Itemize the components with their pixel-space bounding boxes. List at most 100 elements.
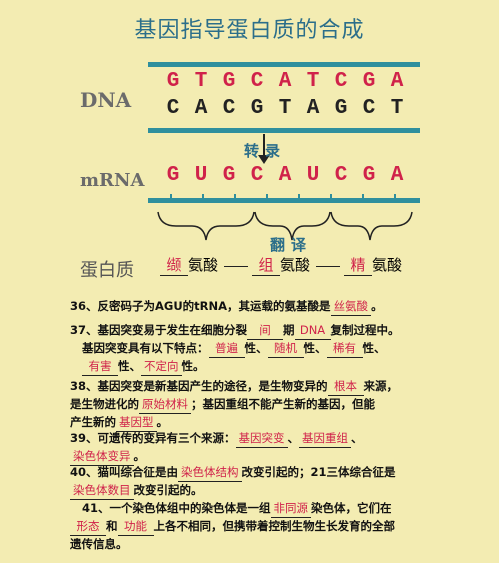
base: A xyxy=(278,164,292,187)
answer: 丝氨酸 xyxy=(330,298,372,316)
base: T xyxy=(306,70,320,93)
question-text: ；基因重组不能产生新的基因，但能 xyxy=(191,397,375,411)
answer: 缬 xyxy=(160,254,188,276)
question-text: 37、基因突变易于发生在细胞分裂 xyxy=(70,323,248,337)
question-text: 、 xyxy=(351,431,363,445)
page-title: 基因指导蛋白质的合成 xyxy=(134,18,365,43)
base: C xyxy=(250,70,264,93)
answer: 功能 xyxy=(117,518,154,536)
question-text: 。 xyxy=(371,299,383,313)
answer: 非同源 xyxy=(270,500,312,518)
strand-tick xyxy=(298,194,300,203)
question-text: 性、 xyxy=(303,341,327,355)
base: G xyxy=(334,97,348,120)
answer: 组 xyxy=(252,254,280,276)
base: G xyxy=(222,70,236,93)
dna-label: DNA xyxy=(80,88,132,112)
answer: 形态 xyxy=(70,518,106,536)
question-text: 38、基因突变是新基因产生的途径，是生物变异的 xyxy=(70,379,328,393)
answer: 基因型 xyxy=(116,414,157,432)
question-text: 是生物进化的 xyxy=(70,397,139,411)
question-text: 期 xyxy=(283,323,295,337)
codon-brace xyxy=(330,211,413,241)
question-text: 复制过程中。 xyxy=(330,323,400,337)
base: C xyxy=(222,97,236,120)
answer: 染色体数目 xyxy=(70,482,134,500)
question-text: 产生新的 xyxy=(70,415,116,429)
arrow-head-icon xyxy=(258,155,270,164)
answer: 原始材料 xyxy=(139,396,191,414)
answer: 染色体变异 xyxy=(70,448,134,466)
amino-acid-suffix: 氨酸 xyxy=(188,256,219,274)
transcription-label: 转录 xyxy=(244,142,287,160)
base: T xyxy=(278,97,292,120)
translation-label: 翻译 xyxy=(270,236,313,254)
base: U xyxy=(306,164,320,187)
base: A xyxy=(306,97,320,120)
amino-acid-3: 精氨酸 xyxy=(344,254,402,276)
amino-acid-suffix: 氨酸 xyxy=(280,256,311,274)
protein-label: 蛋白质 xyxy=(80,260,134,281)
base: A xyxy=(390,70,404,93)
answer: 基因突变 xyxy=(235,430,288,448)
mrna-label: mRNA xyxy=(80,170,145,191)
question-text: 。 xyxy=(133,449,146,463)
answer: 染色体结构 xyxy=(178,464,242,482)
question-text: 39、可遗传的变异有三个来源： xyxy=(70,431,236,445)
question-text: 来源， xyxy=(363,379,399,393)
answer: 根本 xyxy=(327,378,364,396)
base: G xyxy=(166,164,180,187)
question-36: 36、反密码子为AGU的tRNA，其运载的氨基酸是丝氨酸。 xyxy=(70,298,480,316)
base: G xyxy=(250,97,264,120)
dna-top-bases: G T G C A T C G A xyxy=(160,70,410,93)
answer: 精 xyxy=(344,254,372,276)
answer: 不定向 xyxy=(141,358,182,376)
question-text: 遗传信息。 xyxy=(70,537,128,551)
codon-brace xyxy=(254,211,331,241)
base: G xyxy=(362,70,376,93)
strand-tick xyxy=(170,194,172,203)
base: U xyxy=(194,164,208,187)
question-text: 41、一个染色体组中的染色体是一组 xyxy=(82,501,271,515)
question-text: 上各不相同，但携带着控制生物生长发育的全部 xyxy=(153,519,396,533)
answer: 普遍 xyxy=(208,340,245,358)
strand-tick xyxy=(330,194,332,203)
transcription-arrow xyxy=(263,134,265,156)
question-38: 38、基因突变是新基因产生的途径，是生物变异的根本来源， 是生物进化的原始材料；… xyxy=(70,378,480,432)
dna-bottom-bases: C A C G T A G C T xyxy=(160,97,410,120)
strand-tick xyxy=(362,194,364,203)
base: C xyxy=(250,164,264,187)
answer: 稀有 xyxy=(326,340,363,358)
question-text: 性、 xyxy=(118,359,141,373)
answer: 有害 xyxy=(82,358,118,376)
question-text: 和 xyxy=(106,519,118,533)
dna-bottom-strand xyxy=(148,128,420,133)
question-text: 性。 xyxy=(181,359,205,373)
strand-tick xyxy=(202,194,204,203)
dna-top-strand xyxy=(148,62,420,67)
base: C xyxy=(362,97,376,120)
base: T xyxy=(390,97,404,120)
base: G xyxy=(166,70,180,93)
question-text: 性、 xyxy=(362,341,386,355)
base: A xyxy=(194,97,208,120)
amino-acid-1: 缬氨酸 xyxy=(160,254,218,276)
question-39: 39、可遗传的变异有三个来源：基因突变、基因重组、 染色体变异。 xyxy=(70,430,480,466)
question-text: 40、猫叫综合征是由 xyxy=(70,465,179,479)
question-41: 41、一个染色体组中的染色体是一组非同源染色体，它们在 形态和功能上各不相同，但… xyxy=(70,500,480,553)
question-text: 36、反密码子为AGU的tRNA，其运载的氨基酸是 xyxy=(70,299,331,313)
base: G xyxy=(222,164,236,187)
amino-acid-suffix: 氨酸 xyxy=(372,256,403,274)
peptide-bond xyxy=(224,266,248,267)
base: G xyxy=(362,164,376,187)
strand-tick xyxy=(266,194,268,203)
mrna-bases: G U G C A U C G A xyxy=(160,164,410,187)
question-40: 40、猫叫综合征是由染色体结构改变引起的；21三体综合征是 染色体数目改变引起的… xyxy=(70,464,480,500)
question-text: 改变引起的。 xyxy=(133,483,203,497)
question-text: 改变引起的；21三体综合征是 xyxy=(241,465,396,479)
base: A xyxy=(390,164,404,187)
amino-acid-2: 组氨酸 xyxy=(252,254,310,276)
base: A xyxy=(278,70,292,93)
answer: 间 xyxy=(247,322,284,340)
